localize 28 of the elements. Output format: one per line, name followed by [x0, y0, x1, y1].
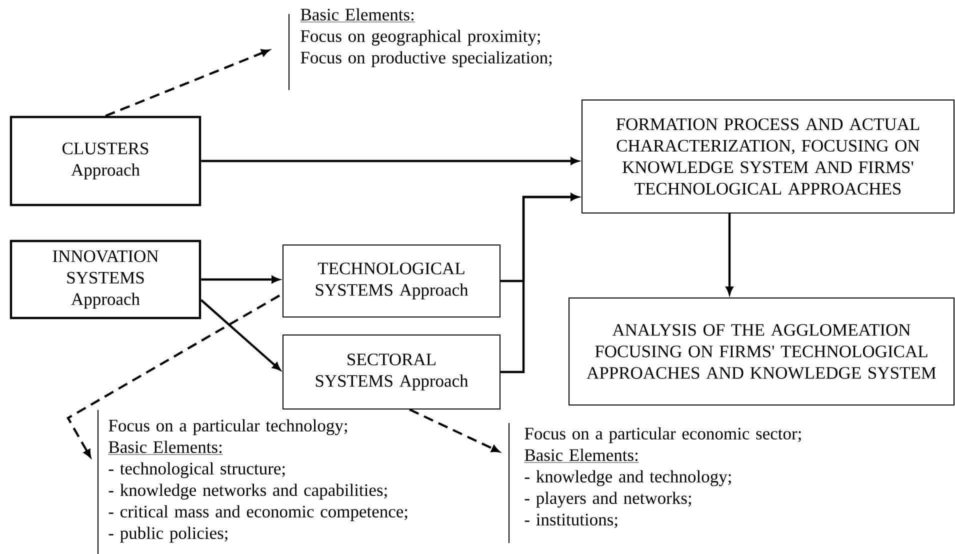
dashed-arrow	[66, 294, 280, 458]
arrow	[201, 276, 280, 284]
approach-box: INNOVATION SYSTEMS Approach	[10, 240, 202, 320]
node-label: - knowledge and technology;	[524, 470, 731, 486]
node-label: Basic Elements:	[108, 440, 222, 454]
arrow	[500, 193, 578, 374]
arrow	[201, 157, 578, 165]
approach-box: TECHNOLOGICAL SYSTEMS Approach	[282, 244, 500, 318]
note-text: Focus on a particular technology; Basic Elements: - technological structure; - knowledge networks and capabilities; - critical mass and economic competence; - public policies;	[108, 419, 408, 543]
node-label: - public policies;	[108, 526, 228, 543]
note-text: Basic Elements: Focus on geographical proximity; Focus on productive specialization;	[300, 8, 552, 68]
approach-box: CLUSTERS Approach	[10, 116, 202, 206]
approach-box: FORMATION PROCESS AND ACTUAL CHARACTERIZATION, FOCUSING ON KNOWLEDGE SYSTEM AND FIRMS' TECHNOLOGICAL APPROACHES	[582, 100, 955, 214]
node-label: Focus on a particular economic sector;	[524, 427, 801, 444]
arrow	[726, 214, 734, 294]
node-label: Basic Elements:	[524, 448, 638, 462]
dashed-arrow	[105, 49, 270, 117]
node-label: - knowledge networks and capabilities;	[108, 484, 387, 500]
node-label: - institutions;	[524, 514, 618, 528]
node-label: - players and networks;	[524, 492, 692, 508]
node-label: - critical mass and economic competence;	[108, 505, 408, 522]
approach-box: SECTORAL SYSTEMS Approach	[282, 334, 500, 410]
approach-box: ANALYSIS OF THE AGGLOMEATION FOCUSING ON FIRMS' TECHNOLOGICAL APPROACHES AND KNOWLEDGE SYSTEM	[568, 298, 955, 406]
node-label: Focus on a particular technology;	[108, 419, 347, 436]
dashed-arrow	[409, 408, 500, 452]
note-text: Focus on a particular economic sector; Basic Elements: - knowledge and technology; - players and networks; - institutions;	[524, 427, 801, 528]
node-label: - technological structure;	[108, 462, 285, 478]
arrow	[200, 299, 280, 370]
